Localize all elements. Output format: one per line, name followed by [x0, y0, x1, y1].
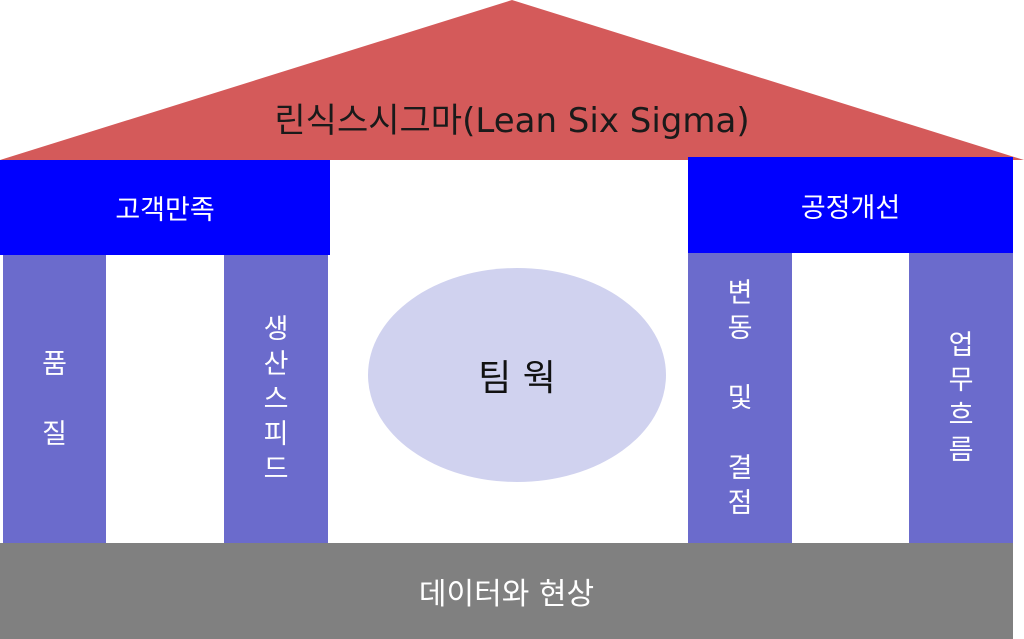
roof-triangle: [0, 0, 1024, 160]
pillar-char: 흐: [948, 400, 974, 431]
pillar-char: 름: [948, 435, 974, 466]
pillar-char: 결: [727, 452, 753, 484]
pillar-char: 산: [263, 348, 289, 380]
pillar-char: 질: [42, 418, 67, 450]
pillar-char: 및: [727, 382, 753, 414]
pillar-char: 변: [727, 277, 753, 309]
pillar-char: 무: [948, 365, 974, 396]
pillar-quality: 품 질: [3, 255, 106, 543]
pillar-char: 점: [727, 487, 753, 519]
pillar-char: 스: [263, 383, 289, 415]
pillar-char: 생: [263, 313, 289, 345]
pillar-char: 업: [948, 330, 974, 361]
pillar-char: 피: [263, 418, 289, 450]
foundation-label: 데이터와 현상: [418, 577, 595, 612]
pillar-char: 드: [263, 453, 289, 485]
pillar-char: [736, 416, 745, 451]
beam-right-label: 공정개선: [800, 192, 901, 224]
pillar-quality-label: 품 질: [42, 347, 67, 452]
pillar-char: 동: [727, 312, 753, 344]
pillar-char: [736, 346, 745, 381]
beam-left-label: 고객만족: [115, 195, 215, 226]
roof: [0, 0, 1024, 160]
pillar-char: 품: [42, 348, 67, 380]
beam-process-improvement: 공정개선: [688, 157, 1013, 253]
roof-title: 린식스시그마(Lean Six Sigma): [274, 101, 750, 141]
teamwork-label: 팀 웍: [478, 358, 556, 399]
pillar-char: [50, 382, 59, 417]
teamwork-ellipse: 팀 웍: [368, 268, 666, 482]
foundation-data-facts: 데이터와 현상: [0, 543, 1013, 639]
beam-customer-satisfaction: 고객만족: [0, 160, 330, 255]
